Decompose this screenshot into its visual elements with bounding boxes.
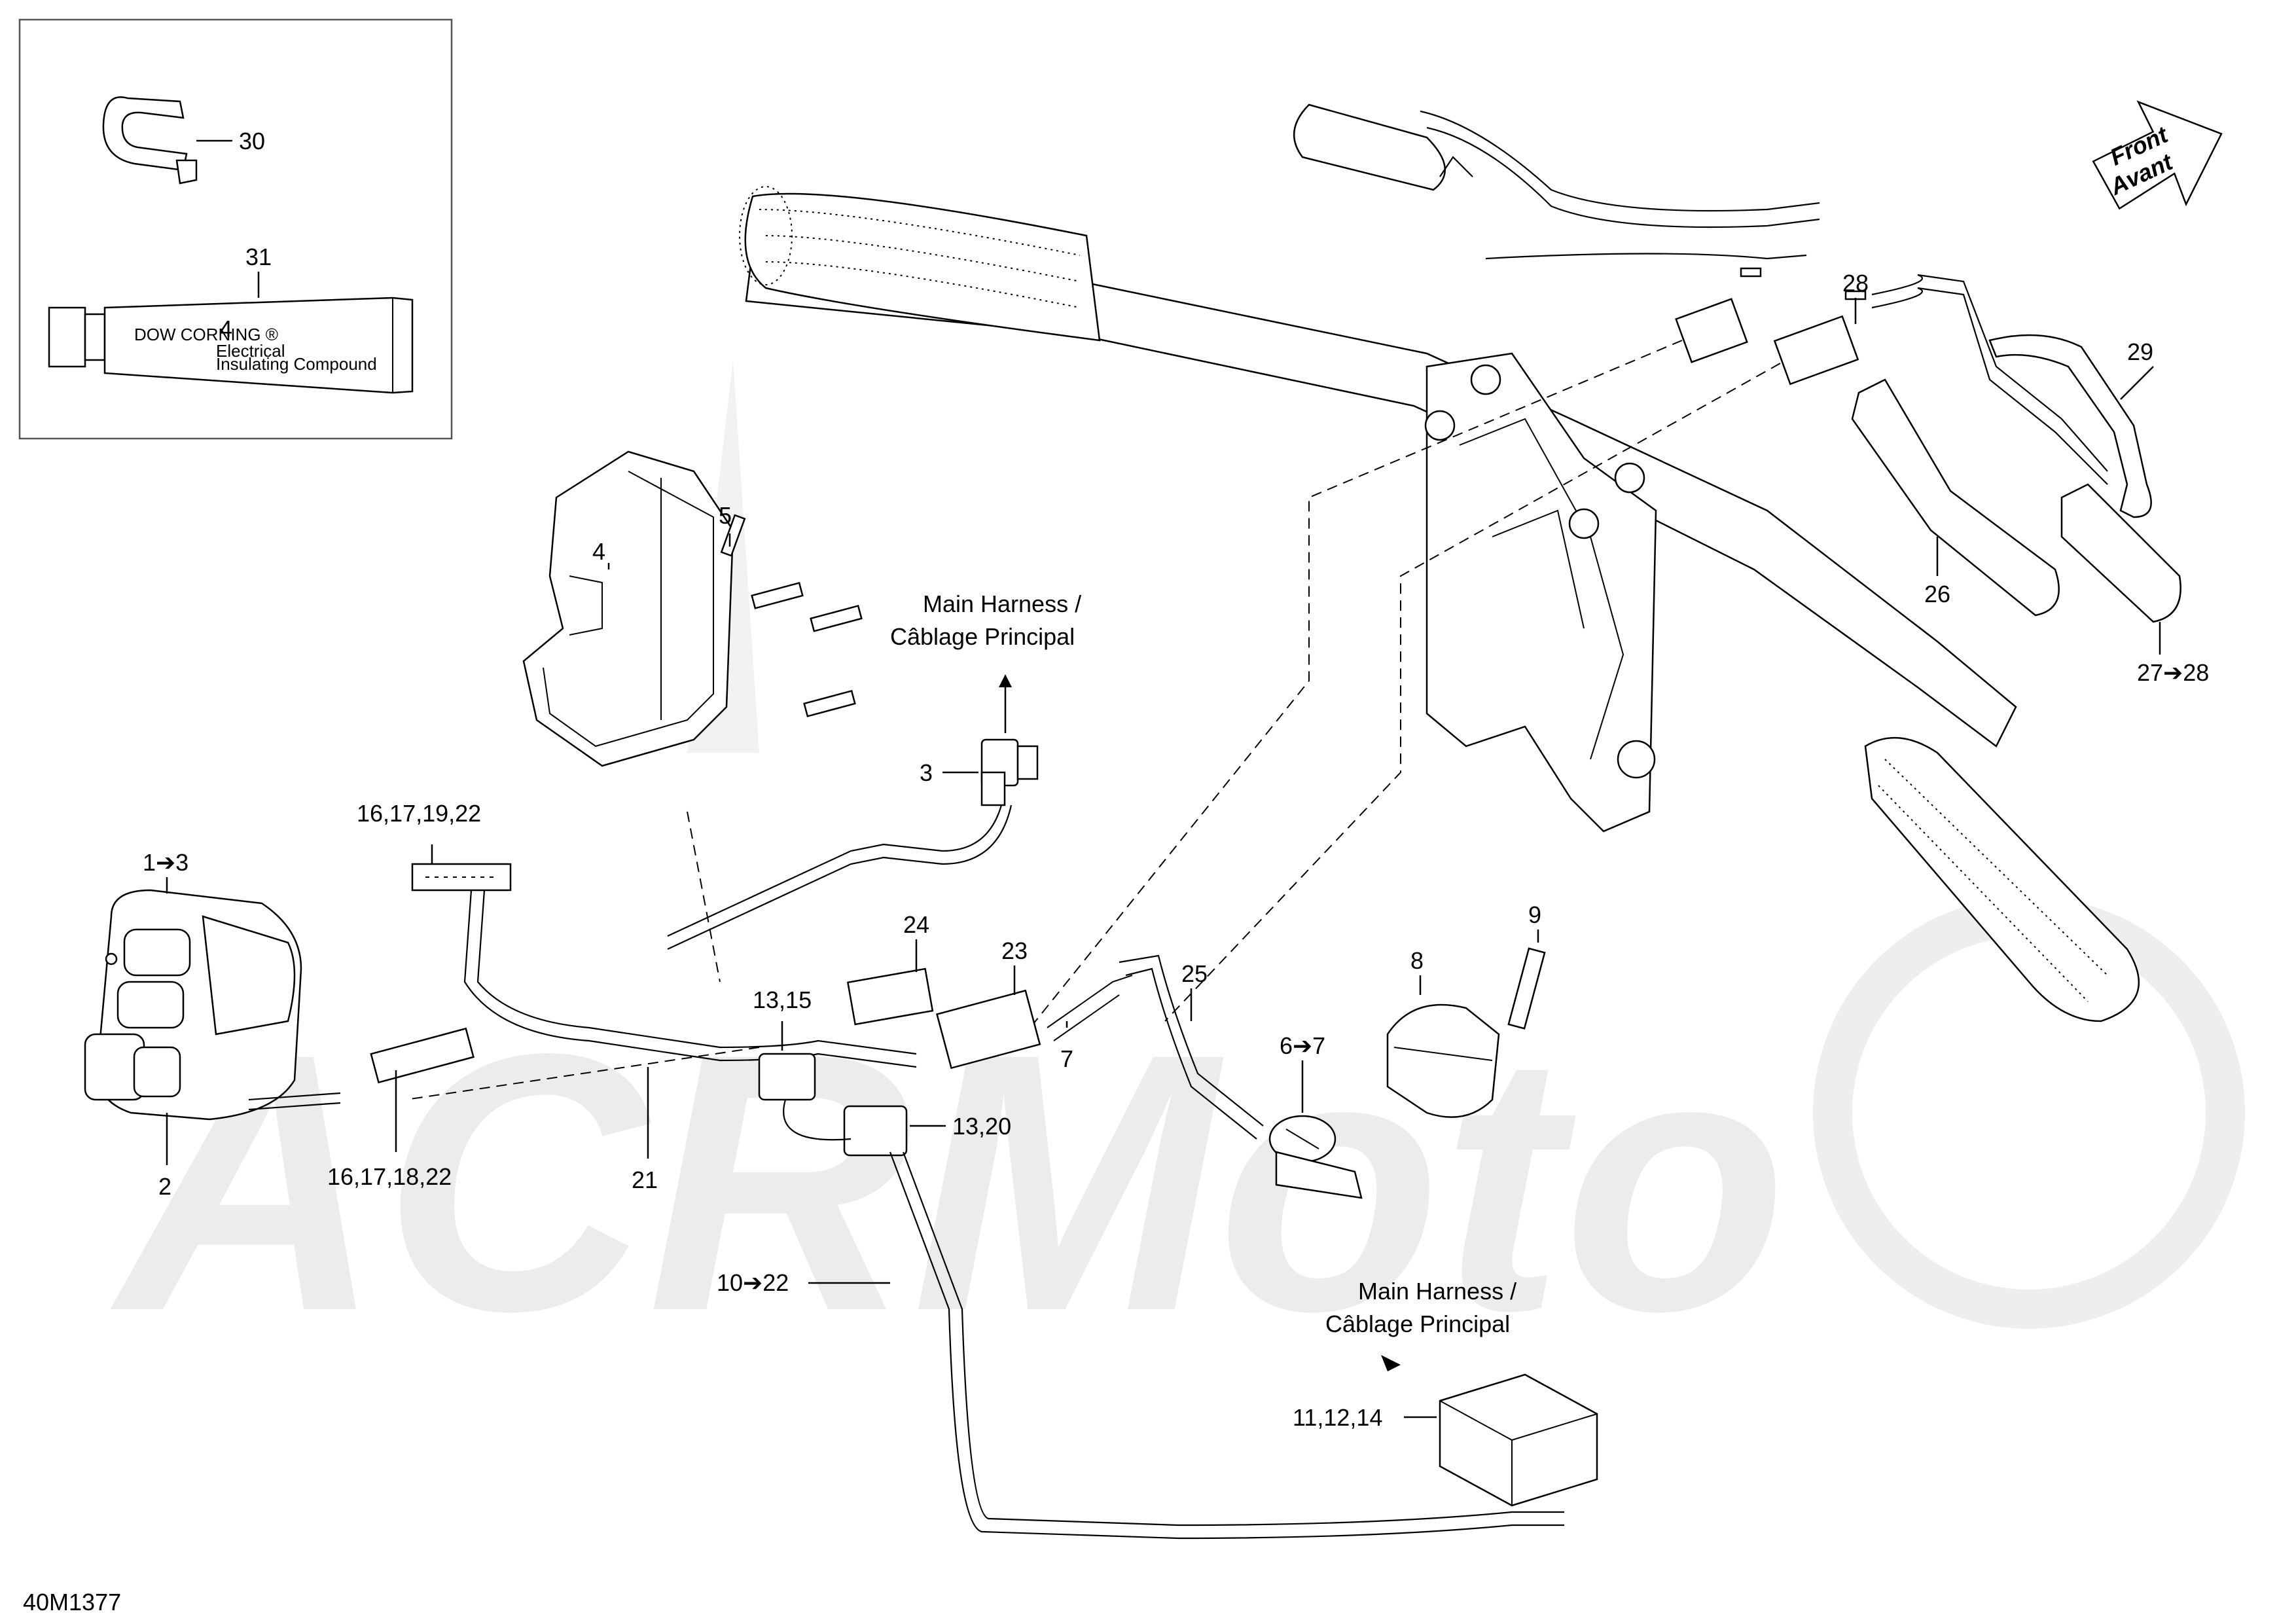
- tube-brand: DOW CORNING ®: [134, 325, 278, 344]
- tube-number: 4: [219, 316, 232, 342]
- callout-16-17-18-22: 16,17,18,22: [327, 1163, 452, 1190]
- inset-box: [18, 18, 453, 440]
- callout-25: 25: [1181, 960, 1208, 987]
- callout-11-12-14: 11,12,14: [1293, 1404, 1382, 1431]
- main-harness-top-line2: Câblage Principal: [890, 623, 1075, 650]
- callout-24: 24: [903, 911, 929, 938]
- callout-3: 3: [920, 759, 933, 786]
- callout-27-28: 27➔28: [2137, 659, 2209, 686]
- callout-5: 5: [719, 502, 732, 529]
- callout-16-17-19-22: 16,17,19,22: [357, 800, 481, 827]
- connector-16-19: [411, 863, 512, 892]
- pin-part-9: [1507, 947, 1546, 1030]
- switch-part-6: [1268, 1115, 1363, 1199]
- callout-4: 4: [592, 538, 605, 565]
- switch-housing-part-4: [522, 450, 734, 767]
- callout-10-22: 10➔22: [717, 1269, 789, 1296]
- callout-26: 26: [1924, 581, 1950, 607]
- connector-28-left: [1675, 267, 1867, 386]
- clip-part-30: [102, 96, 198, 185]
- callout-2: 2: [158, 1173, 171, 1200]
- connector-part-24: [846, 967, 934, 1026]
- main-harness-top-line1: Main Harness /: [923, 590, 1081, 617]
- callout-23: 23: [1001, 937, 1028, 964]
- callout-8: 8: [1410, 947, 1424, 974]
- connector-part-23: [935, 989, 1041, 1070]
- part-8: [1386, 1003, 1500, 1118]
- callout-7: 7: [1060, 1045, 1073, 1072]
- callout-6-7: 6➔7: [1280, 1032, 1325, 1059]
- connector-part-3: [980, 738, 1039, 806]
- tube-name-line1: Electrical: [216, 341, 285, 361]
- callout-1-3: 1➔3: [143, 849, 188, 876]
- main-harness-bottom-line1: Main Harness /: [1358, 1278, 1516, 1305]
- screws-part-5: [720, 514, 863, 717]
- callout-13-15: 13,15: [753, 986, 812, 1013]
- callout-29: 29: [2127, 338, 2153, 365]
- diagram-id: 40M1377: [23, 1589, 121, 1615]
- connector-13-15: [758, 1053, 908, 1157]
- callout-13-20: 13,20: [952, 1113, 1011, 1140]
- compound-tube-part-31: DOW CORNING ® 4 Electrical Insulating Co…: [48, 297, 414, 394]
- connector-part-11: [1439, 1373, 1598, 1507]
- handlebar: [739, 103, 2140, 1022]
- connector-16-18: [370, 1027, 475, 1084]
- main-harness-bottom-line2: Câblage Principal: [1325, 1310, 1510, 1337]
- callout-21: 21: [632, 1166, 658, 1193]
- callout-31: 31: [245, 244, 272, 270]
- callout-9: 9: [1528, 901, 1541, 928]
- front-direction-arrow: Front Avant: [2092, 100, 2223, 210]
- callout-30: 30: [239, 128, 265, 154]
- callout-28: 28: [1842, 270, 1869, 297]
- tube-name-line2: Insulating Compound: [216, 354, 377, 374]
- switch-block-part-1: [84, 889, 302, 1121]
